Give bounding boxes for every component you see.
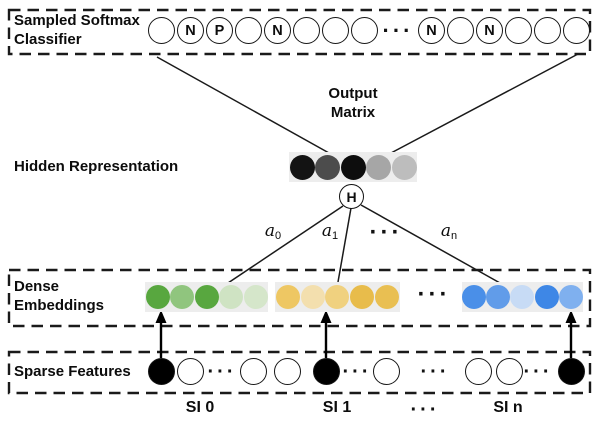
lookup-arrow-si0 bbox=[155, 310, 167, 358]
negative-sample-node: N bbox=[418, 17, 445, 44]
hidden-unit bbox=[340, 154, 366, 180]
feature-node bbox=[495, 358, 523, 385]
ellipsis: ··· bbox=[369, 219, 403, 246]
dense-label-line1: Dense bbox=[14, 278, 60, 295]
attention-weight-label: a0 bbox=[265, 221, 281, 242]
ellipsis: ··· bbox=[207, 361, 237, 383]
attention-weight-base: a bbox=[264, 221, 276, 241]
embedding-ellipsis: ··· bbox=[417, 281, 451, 308]
hidden-unit bbox=[289, 154, 315, 180]
negative-sample-node: N bbox=[476, 17, 503, 44]
active-feature-node bbox=[557, 358, 585, 385]
softmax-node bbox=[447, 17, 474, 44]
softmax-node bbox=[351, 17, 378, 44]
embedding-sin-unit bbox=[558, 285, 583, 309]
group-label-si0: SI 0 bbox=[185, 399, 215, 416]
classifier-label-line2: Classifier bbox=[14, 31, 82, 48]
feature-node bbox=[239, 358, 267, 385]
output-matrix-label: Output Matrix bbox=[303, 84, 403, 122]
hidden-node-h-label: H bbox=[346, 188, 357, 205]
hidden-unit bbox=[315, 154, 340, 180]
embedding-si0-unit bbox=[170, 285, 194, 309]
negative-sample-node: N bbox=[264, 17, 291, 44]
embedding-si1-unit bbox=[300, 285, 325, 309]
softmax-node bbox=[534, 17, 561, 44]
embedding-sin-unit bbox=[510, 285, 535, 309]
ellipsis: ··· bbox=[420, 361, 450, 383]
dense-label-line2: Embeddings bbox=[14, 297, 105, 314]
ellipsis: ··· bbox=[410, 399, 440, 421]
sparse-features-label: Sparse Features bbox=[14, 363, 131, 380]
embedding-sin-unit bbox=[486, 285, 511, 309]
group-label-sin: SI n bbox=[493, 399, 523, 416]
classifier-box-label: Sampled Softmax Classifier bbox=[14, 11, 140, 49]
hidden-unit bbox=[366, 154, 391, 180]
attention-weight-label: an bbox=[441, 221, 457, 242]
embedding-sin-unit bbox=[462, 285, 487, 309]
embedding-si0-unit bbox=[145, 285, 170, 309]
attention-weight-sub: n bbox=[451, 230, 458, 242]
hidden-representation-strip bbox=[289, 152, 417, 182]
attention-weight-base: a bbox=[440, 221, 452, 241]
active-feature-node bbox=[147, 358, 175, 385]
attention-weight-label: a1 bbox=[322, 221, 338, 242]
hidden-representation-label: Hidden Representation bbox=[14, 158, 179, 175]
embedding-si1-unit bbox=[275, 285, 300, 309]
feature-node bbox=[464, 358, 492, 385]
attention-weight-sub: 1 bbox=[332, 230, 339, 242]
embedding-si1-unit bbox=[325, 285, 350, 309]
embedding-sin-unit bbox=[534, 285, 559, 309]
attention-weight-base: a bbox=[321, 221, 333, 241]
output-matrix-line2: Matrix bbox=[330, 104, 376, 121]
softmax-node bbox=[293, 17, 320, 44]
ellipsis: ··· bbox=[523, 361, 553, 383]
output-matrix-line-right bbox=[390, 53, 579, 154]
hidden-unit bbox=[391, 154, 417, 180]
negative-sample-node: N bbox=[177, 17, 204, 44]
hidden-node-h: H bbox=[339, 184, 364, 209]
attention-line-a0 bbox=[227, 205, 344, 284]
softmax-node bbox=[563, 17, 590, 44]
embedding-strip-si0 bbox=[145, 282, 268, 312]
embedding-si1-unit bbox=[375, 285, 400, 309]
feature-node bbox=[176, 358, 204, 385]
attention-line-a1 bbox=[337, 207, 352, 283]
active-feature-node bbox=[312, 358, 340, 385]
positive-sample-node: P bbox=[206, 17, 233, 44]
feature-node bbox=[372, 358, 400, 385]
softmax-node bbox=[505, 17, 532, 44]
attention-weight-sub: 0 bbox=[275, 230, 282, 242]
lookup-arrow-si1 bbox=[320, 310, 332, 358]
embedding-si1-unit bbox=[350, 285, 375, 309]
softmax-node bbox=[148, 17, 175, 44]
embedding-si0-unit bbox=[243, 285, 268, 309]
softmax-node bbox=[235, 17, 262, 44]
embedding-strip-sin bbox=[462, 282, 583, 312]
embedding-strip-si1 bbox=[275, 282, 400, 312]
ellipsis: ··· bbox=[382, 17, 414, 43]
output-matrix-line1: Output bbox=[328, 85, 378, 102]
dense-embeddings-label: Dense Embeddings bbox=[14, 277, 104, 315]
embedding-si0-unit bbox=[219, 285, 243, 309]
softmax-node bbox=[322, 17, 349, 44]
embedding-si0-unit bbox=[194, 285, 219, 309]
feature-node bbox=[273, 358, 301, 385]
group-label-si1: SI 1 bbox=[322, 399, 352, 416]
lookup-arrow-sin bbox=[565, 310, 577, 358]
classifier-label-line1: Sampled Softmax bbox=[14, 12, 140, 29]
ellipsis: ··· bbox=[342, 361, 372, 383]
